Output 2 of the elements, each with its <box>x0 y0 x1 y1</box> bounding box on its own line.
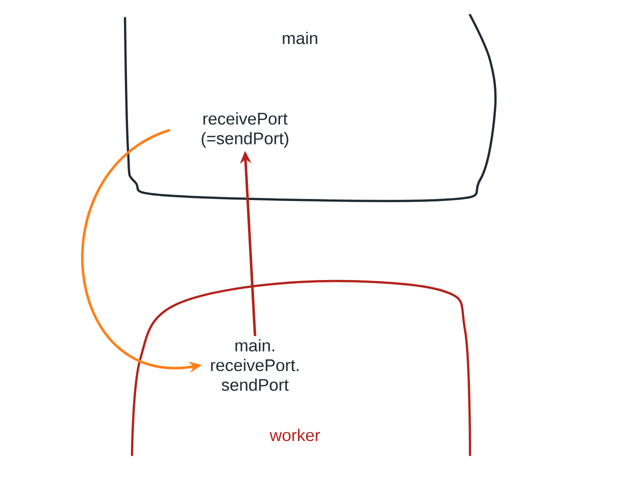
port-label: main. receivePort. sendPort <box>211 339 298 391</box>
port-label: receivePort (=sendPort) <box>202 112 288 148</box>
